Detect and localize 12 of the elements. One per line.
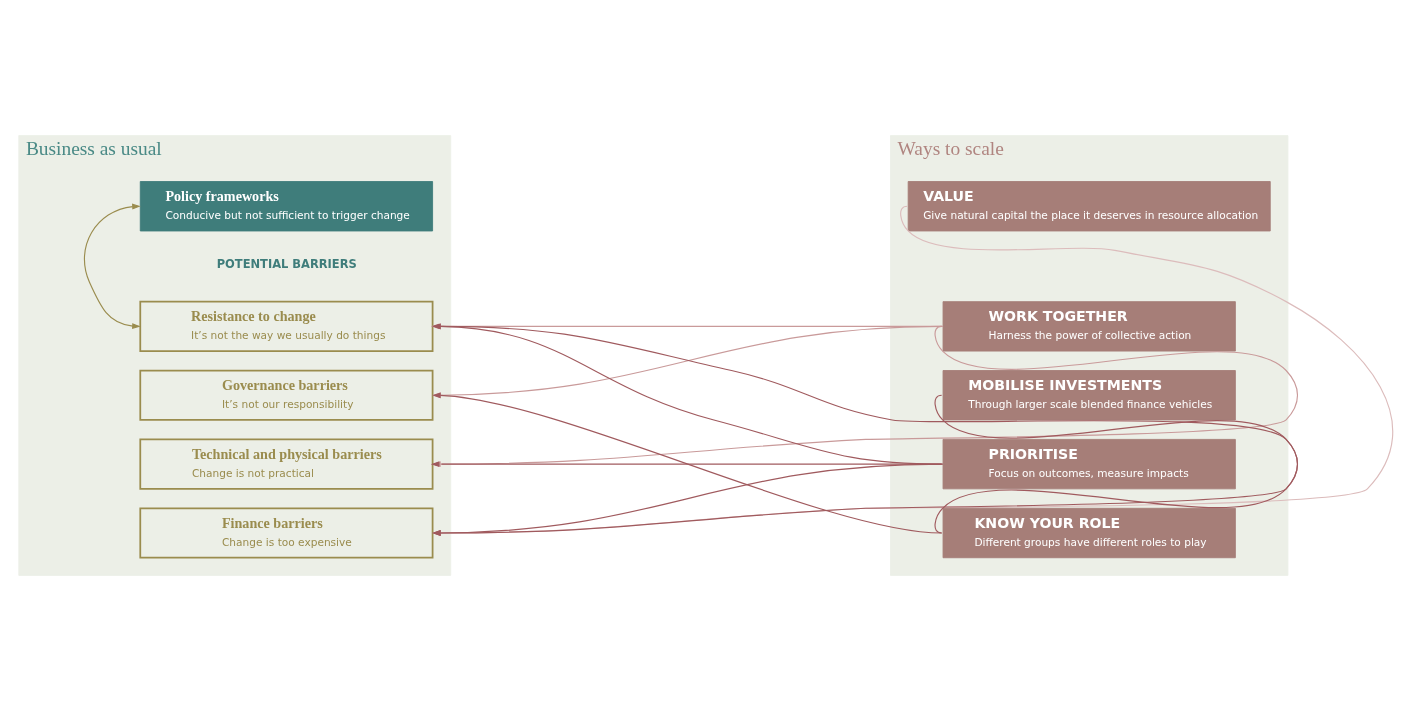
node-box: Finance barriers Change is too expensive [139,507,434,559]
node-box: WORK TOGETHER Harness the power of collective action [942,301,1236,352]
label: POTENTIAL BARRIERS [216,257,357,272]
node-box: VALUE Give natural capital the place it deserves in resource allocation [907,181,1271,232]
node-box: Technical and physical barriers Change is not practical [139,438,434,490]
node-box: KNOW YOUR ROLE Different groups have different roles to play [942,507,1236,559]
node-box: Resistance to change It’s not the way we usually do things [139,300,434,352]
arrow [83,203,141,330]
node-box: PRIORITISE Focus on outcomes, measure impacts [942,438,1236,490]
node-box: Policy frameworks Conducive but not sufficient to trigger change [139,181,434,232]
node-box: Governance barriers It’s not our responsibility [139,369,434,421]
node-box: MOBILISE INVESTMENTS Through larger scale blended finance vehicles [942,370,1236,421]
